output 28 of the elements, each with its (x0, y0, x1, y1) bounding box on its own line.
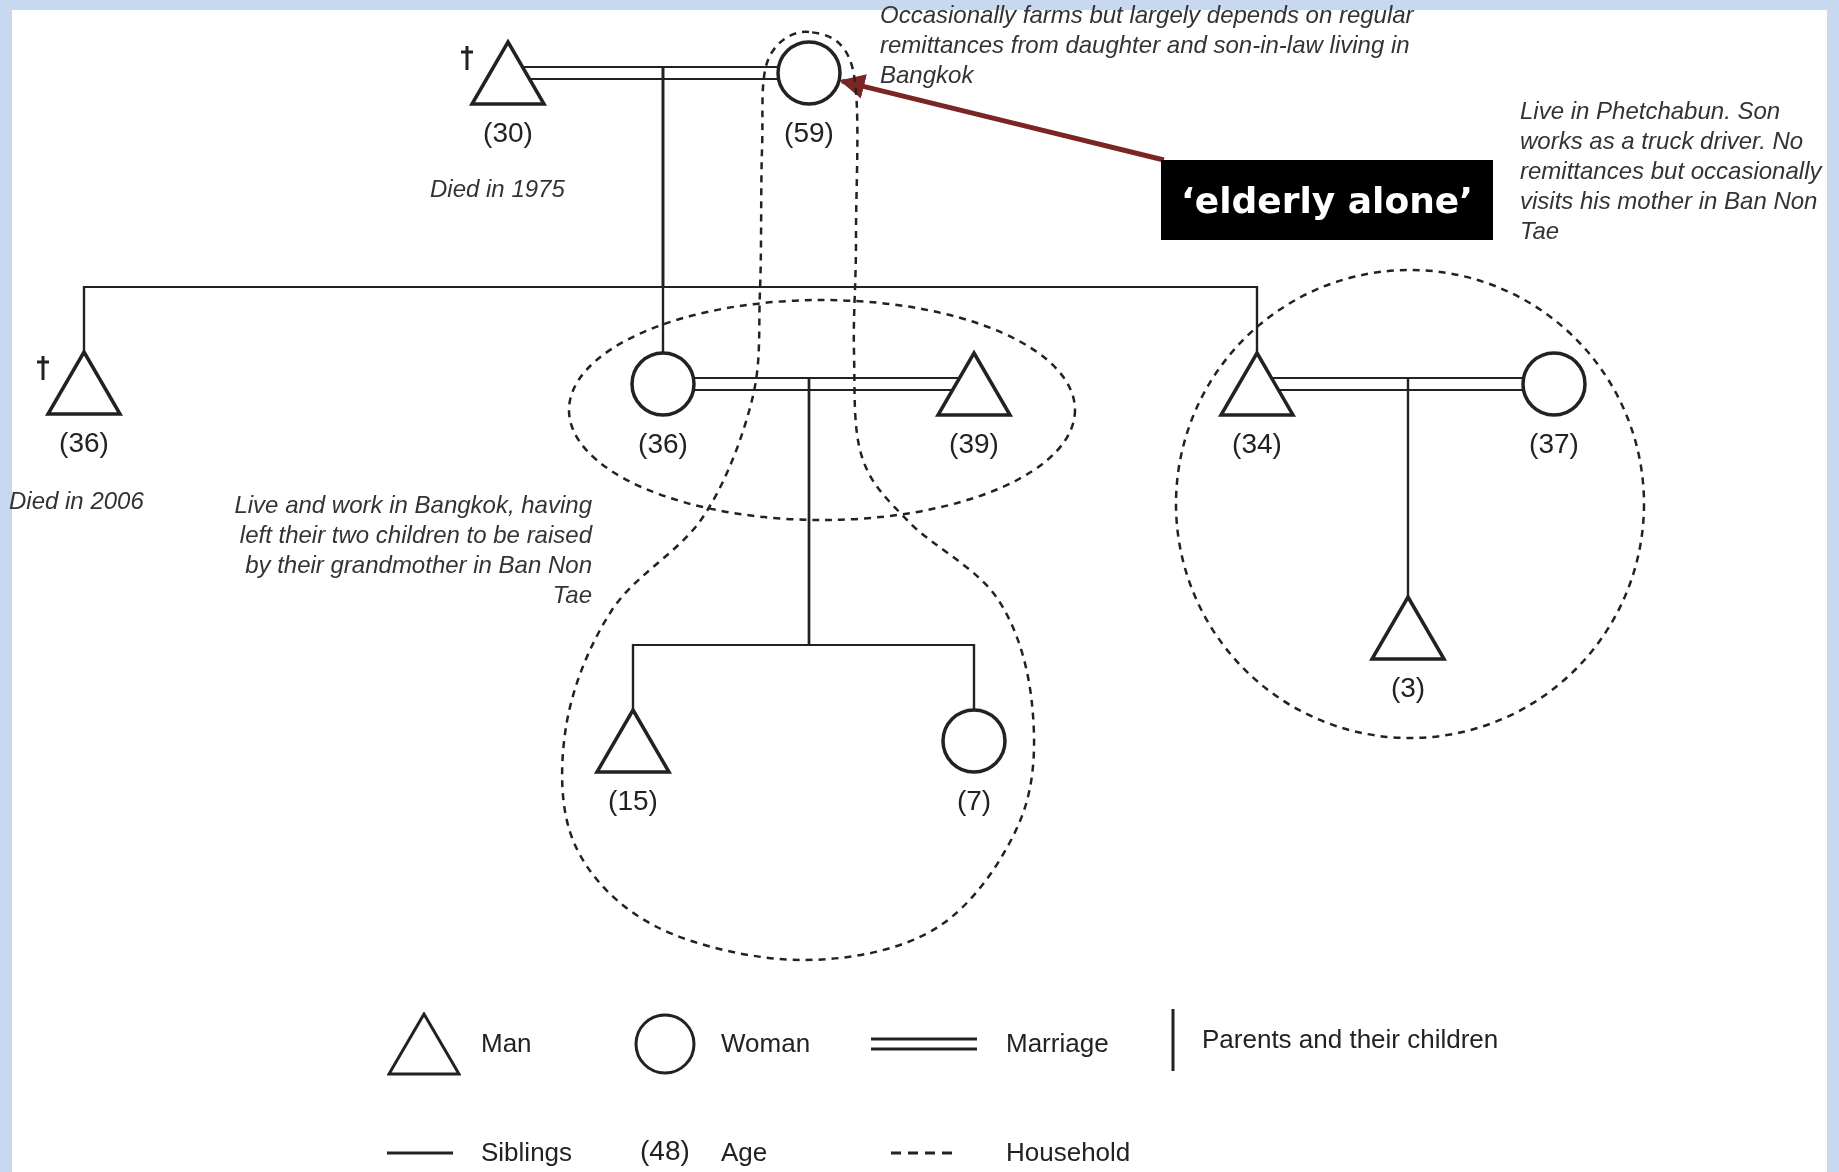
age-label: (37) (1528, 428, 1580, 460)
note-text: Live and work in Bangkok, having left their two children to be raised by their grandmother in Ban Non Tae (233, 490, 592, 610)
callout-label: ‘elderly alone’ (1161, 160, 1493, 240)
legend-label: Man (481, 1028, 532, 1058)
age-label: (3) (1389, 672, 1427, 704)
death-note: Died in 1975 (430, 174, 566, 204)
legend-label: Woman (721, 1028, 811, 1058)
age-label: (34) (1231, 428, 1283, 460)
age-label: (39) (948, 428, 1000, 460)
age-label: (36) (58, 427, 110, 459)
age-label: (59) (783, 117, 835, 149)
age-label: (15) (607, 785, 659, 817)
legend-label: Parents and their children (1202, 1024, 1499, 1054)
age-sample: (48) (640, 1136, 690, 1166)
descent-line (661, 65, 1259, 353)
descent-line (1406, 376, 1523, 597)
note-text: Occasionally farms but largely depends on regular remittances from daughter and son-in-law living in Bangkok (880, 0, 1416, 90)
arrow (839, 74, 1165, 163)
legend-label: Age (721, 1137, 768, 1167)
legend-label: Household (1006, 1137, 1131, 1167)
legend-label: Siblings (481, 1137, 573, 1167)
descent-line (807, 376, 976, 709)
legend-label: Marriage (1006, 1028, 1109, 1058)
note-text: Live in Phetchabun. Son works as a truck driver. No remittances but occasionally visits his mother in Ban Non Tae (1520, 96, 1824, 246)
age-label: (7) (955, 785, 993, 817)
death-note: Died in 2006 (9, 486, 145, 516)
age-label: (30) (482, 117, 534, 149)
age-label: (36) (637, 428, 689, 460)
